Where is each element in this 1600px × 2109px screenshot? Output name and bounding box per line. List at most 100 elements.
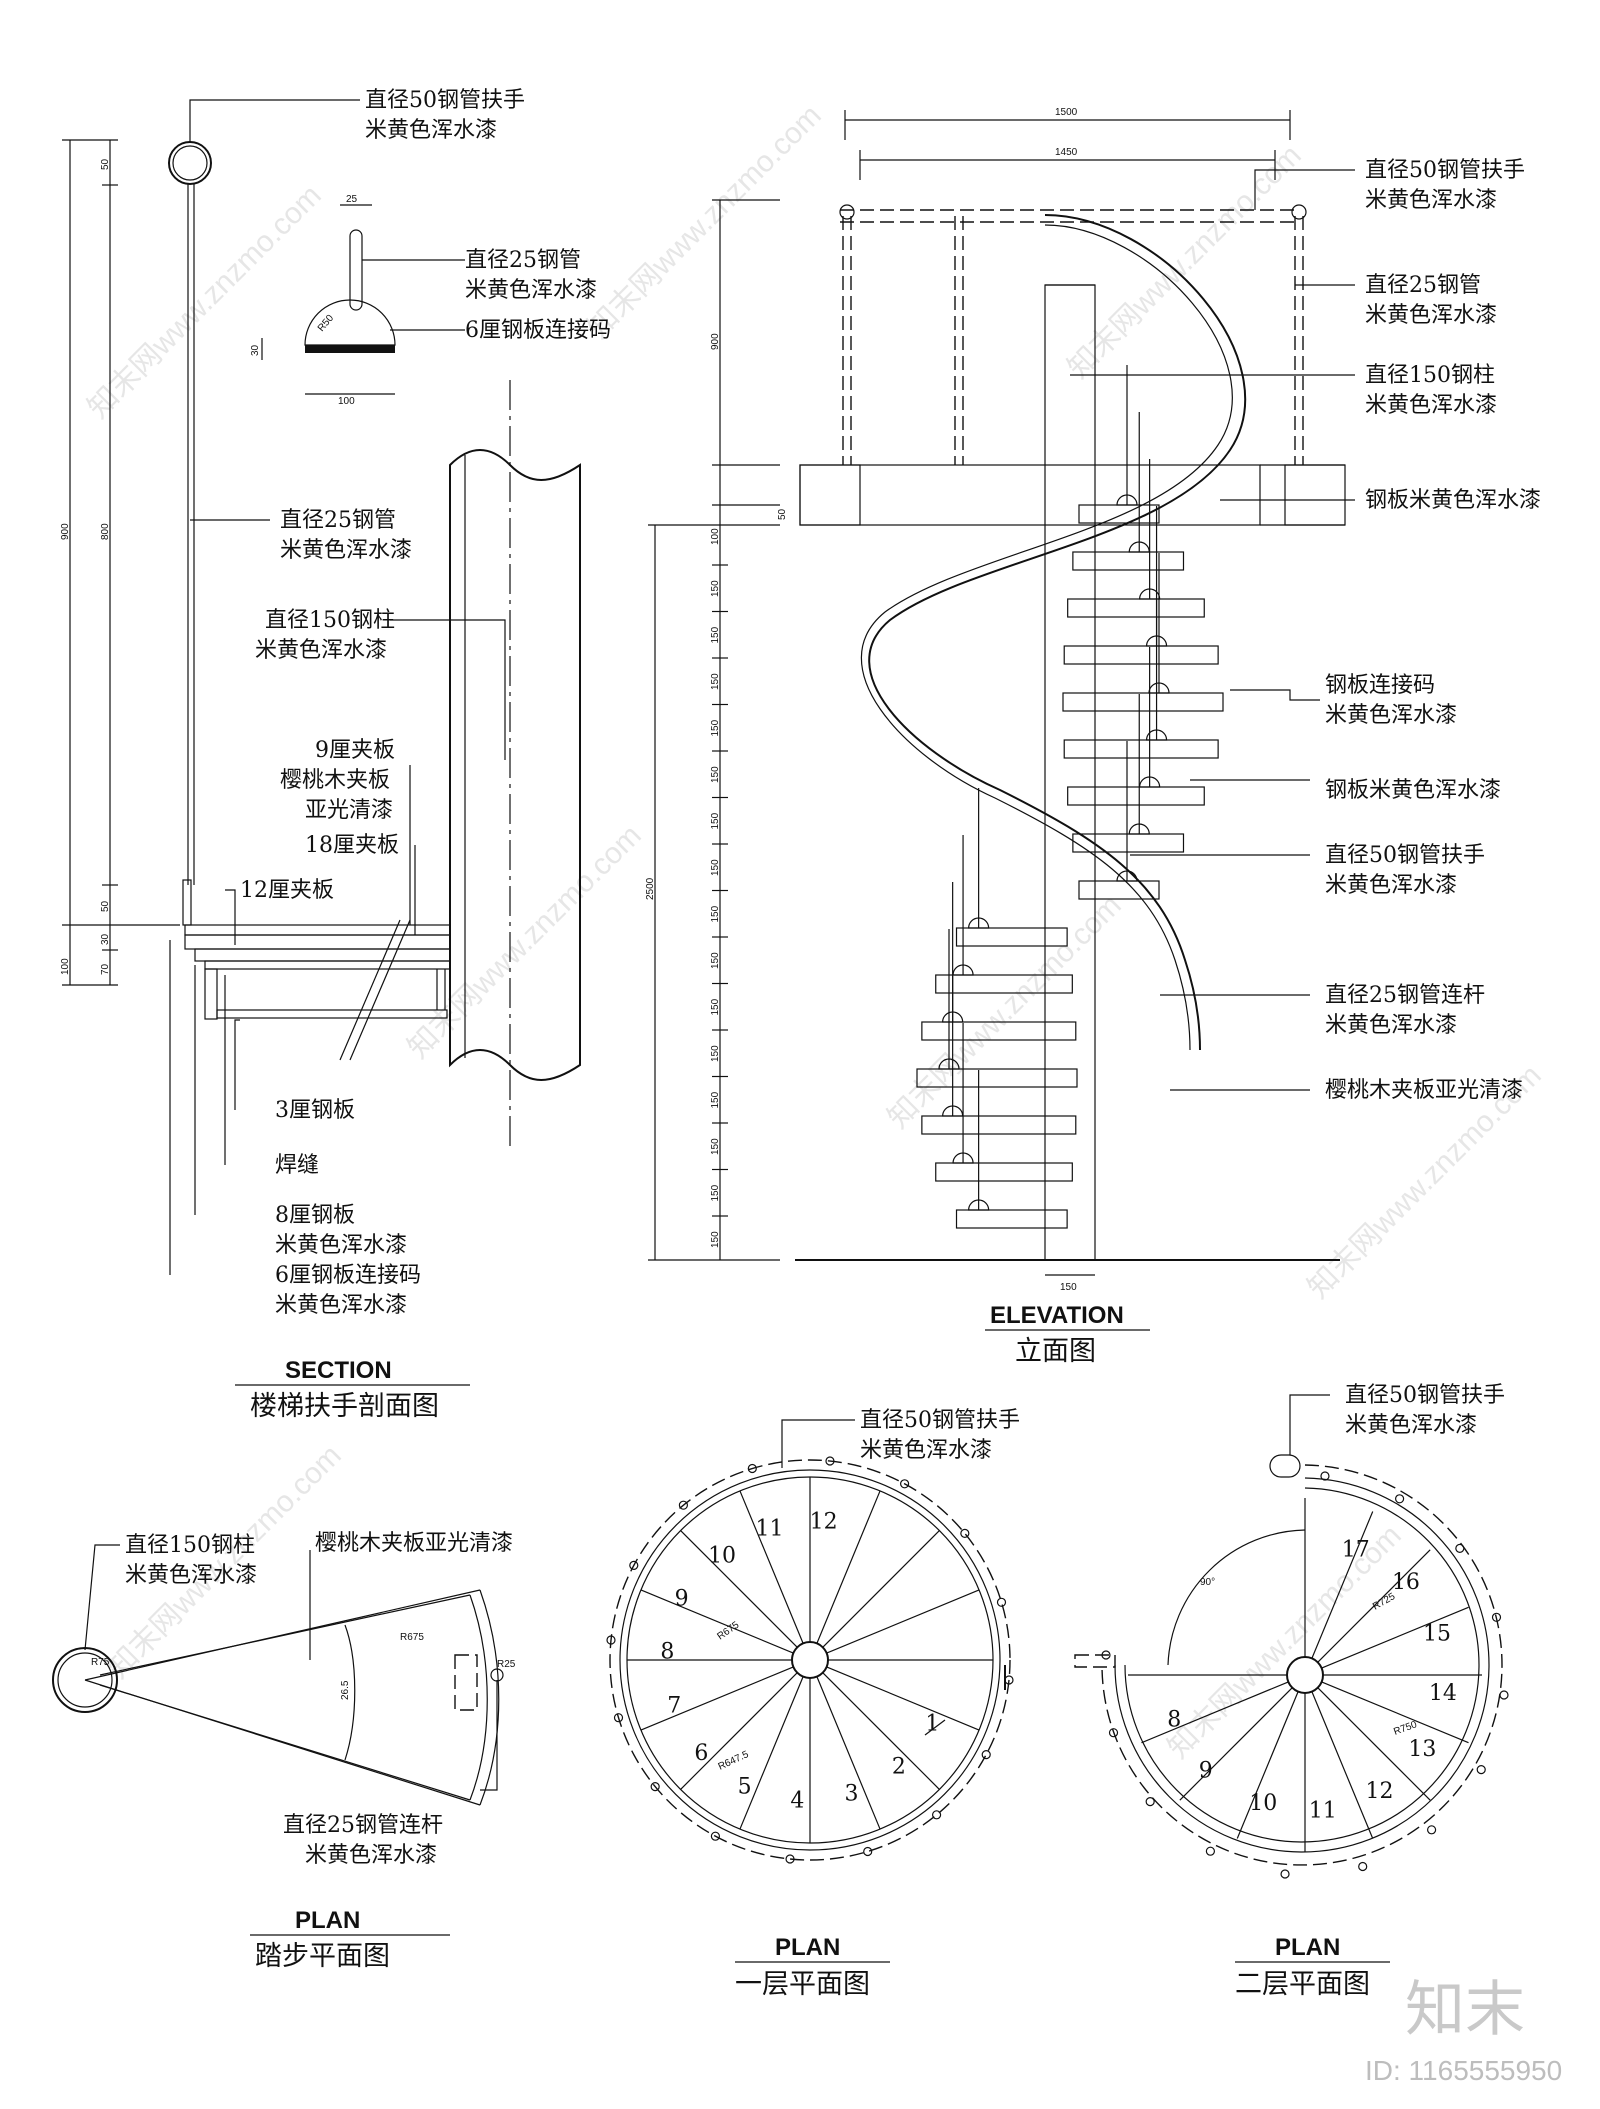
watermark-text: 知末网www.znzmo.com — [402, 819, 648, 1065]
baluster-dot — [1101, 1650, 1111, 1660]
dim-text: 2500 — [645, 877, 656, 900]
label: 米黄色浑水漆 — [1325, 873, 1457, 898]
label: 米黄色浑水漆 — [365, 118, 497, 143]
handrail-pipe-section — [168, 141, 212, 185]
dim-text: 50 — [100, 900, 111, 912]
handrail-path-upper — [1101, 1464, 1503, 1866]
step-number: 9 — [1199, 1759, 1213, 1784]
tread-line — [1236, 1691, 1299, 1839]
dim-text: 150 — [710, 580, 721, 597]
tread-plan-title: PLAN — [295, 1907, 360, 1934]
label: 直径150钢柱 — [125, 1533, 255, 1558]
label: 米黄色浑水漆 — [1345, 1413, 1477, 1438]
baluster-dot — [981, 1750, 991, 1760]
watermark-text: 知末网www.znzmo.com — [1062, 139, 1308, 385]
stair-tread — [1067, 598, 1205, 618]
label: 钢板米黄色浑水漆 — [1365, 488, 1541, 513]
label: 直径50钢管扶手 — [1345, 1383, 1505, 1408]
dim-text: 150 — [710, 1045, 721, 1062]
baluster-dot — [606, 1635, 616, 1645]
step-number: 6 — [694, 1741, 708, 1766]
dim-text: R750 — [1392, 1719, 1419, 1738]
step-dimensions: 1501501501501501501501501501501501501501… — [710, 564, 728, 1248]
step-number: 10 — [708, 1543, 736, 1568]
label: 直径25钢管连杆 — [1325, 983, 1485, 1008]
baluster-dot — [931, 1810, 942, 1820]
stair-tread — [921, 1021, 1077, 1041]
dim-text: 150 — [710, 1091, 721, 1108]
dim-text: 150 — [710, 719, 721, 736]
baluster-dot — [747, 1463, 757, 1474]
label: 直径25钢管 — [280, 508, 396, 533]
tread-line — [1317, 1687, 1431, 1801]
label: 樱桃木夹板亚光清漆 — [1325, 1078, 1523, 1103]
tread-line — [739, 1490, 804, 1644]
tread-line — [680, 1530, 798, 1648]
baluster-dot — [900, 1479, 910, 1489]
tread-line — [1321, 1681, 1469, 1744]
tread-bracket — [942, 1011, 964, 1023]
tread-line — [640, 1589, 794, 1654]
baluster-dot — [825, 1456, 835, 1466]
tread-line — [1311, 1511, 1374, 1659]
baluster-dot — [1491, 1612, 1502, 1622]
step-number: 10 — [1249, 1791, 1277, 1816]
dim-text: 150 — [710, 626, 721, 643]
dim-text: 900 — [60, 523, 71, 540]
stair-tread — [1062, 692, 1224, 712]
step-number: 8 — [660, 1639, 674, 1664]
step-number: 11 — [1309, 1798, 1337, 1823]
tread-line — [1141, 1681, 1289, 1744]
section-drawing: 50 800 900 50 30 70 100 25 R50 30 100 — [60, 88, 611, 1422]
baluster-dot — [629, 1560, 639, 1570]
dim-text: 150 — [710, 766, 721, 783]
plan1-title: PLAN — [775, 1934, 840, 1961]
dim-text: 50 — [777, 508, 788, 520]
handrail-path — [609, 1459, 1011, 1861]
tread-bracket — [1145, 635, 1168, 647]
label: 直径50钢管扶手 — [1365, 158, 1525, 183]
stair-tread — [1063, 645, 1219, 665]
tread-line — [822, 1672, 940, 1790]
drawing-id: ID: 1165555950 — [1365, 2055, 1562, 2086]
dim-text: 150 — [710, 812, 721, 829]
baluster-dot — [1358, 1861, 1368, 1872]
tread-plan-subtitle: 踏步平面图 — [255, 1941, 390, 1972]
baluster-dot — [710, 1831, 720, 1841]
tread-line — [1317, 1549, 1431, 1663]
step-number: 1 — [925, 1711, 939, 1736]
tread-line — [826, 1589, 980, 1654]
label: 米黄色浑水漆 — [125, 1563, 257, 1588]
dim-text: 1500 — [1055, 107, 1078, 118]
step-number: 17 — [1342, 1537, 1370, 1562]
stair-tread — [1063, 739, 1219, 759]
label: 直径150钢柱 — [265, 608, 395, 633]
stair-tread — [1072, 833, 1185, 853]
label: 米黄色浑水漆 — [280, 538, 412, 563]
tread-bracket — [952, 964, 974, 976]
label: 直径50钢管扶手 — [1325, 843, 1485, 868]
steel-column-150 — [449, 449, 581, 1081]
dim-text: R75 — [91, 1657, 110, 1668]
dim-text: 150 — [710, 905, 721, 922]
stair-tread — [1067, 786, 1205, 806]
plan2-title: PLAN — [1275, 1934, 1340, 1961]
baluster-dot — [996, 1597, 1007, 1607]
step-number: 8 — [1167, 1708, 1181, 1733]
baluster-dot — [1426, 1825, 1437, 1835]
tread-line — [826, 1666, 980, 1731]
dim-text: 150 — [710, 952, 721, 969]
stair-tread — [955, 1209, 1068, 1229]
label: 3厘钢板 — [275, 1098, 355, 1123]
tread-bracket — [952, 1152, 974, 1164]
tread-bracket — [1145, 729, 1168, 741]
step-number: 11 — [755, 1516, 783, 1541]
elevation-steps — [916, 365, 1224, 1229]
dim-text: 100 — [710, 528, 721, 545]
dim-text: R675 — [400, 1632, 424, 1643]
